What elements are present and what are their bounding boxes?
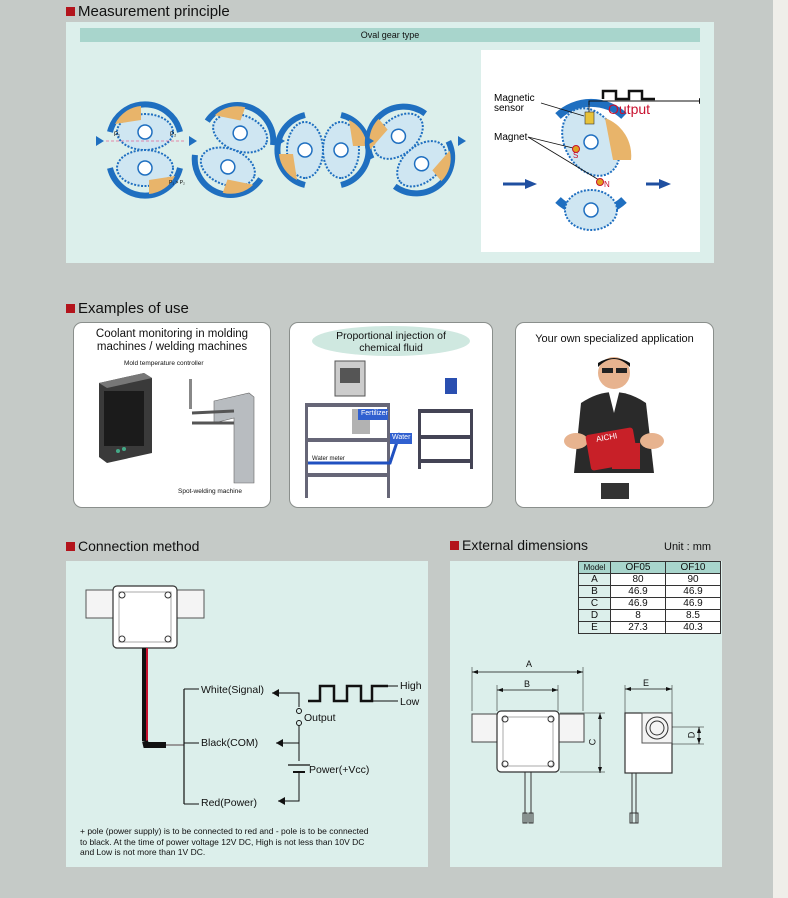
connection-panel: White(Signal) Black(COM) Red(Power) Outp… bbox=[66, 561, 428, 867]
connection-title-text: Connection method bbox=[78, 538, 200, 554]
oval-gear-sequence-diagram: P₁ P₂ P₁ > P₂ bbox=[96, 22, 714, 263]
gear-stage-2 bbox=[186, 95, 283, 205]
dim-d-label: D bbox=[686, 731, 697, 739]
measurement-panel: Oval gear type P₁ P₂ P₁ > P₂ bbox=[66, 22, 714, 263]
magnet-label: Magnet bbox=[494, 132, 528, 143]
measurement-title-text: Measurement principle bbox=[78, 3, 230, 20]
examples-title: Examples of use bbox=[66, 300, 189, 317]
low-label: Low bbox=[400, 696, 420, 708]
gear-stage-4 bbox=[354, 93, 466, 208]
dimension-drawing bbox=[471, 667, 704, 824]
dim-e-label: E bbox=[643, 678, 650, 688]
connection-title: Connection method bbox=[66, 538, 199, 554]
high-label: High bbox=[400, 680, 422, 692]
section-marker bbox=[66, 7, 75, 16]
n-label: N bbox=[604, 180, 610, 189]
section-marker bbox=[66, 542, 75, 551]
p2-label: P₂ bbox=[170, 132, 177, 138]
dimensions-title-text: External dimensions bbox=[462, 537, 589, 553]
fertilizer-label: Fertilizer bbox=[361, 410, 388, 417]
section-marker bbox=[66, 304, 75, 313]
connection-note: + pole (power supply) is to be connected… bbox=[80, 826, 368, 858]
oval-gear-banner: Oval gear type bbox=[80, 28, 700, 42]
p1p2-label: P₁ > P₂ bbox=[169, 180, 185, 186]
dim-c-label: C bbox=[587, 738, 598, 746]
example-card-chemical: Proportional injection of chemical fluid… bbox=[289, 322, 493, 508]
p1-label: P₁ bbox=[114, 132, 120, 138]
flow-arrow-5 bbox=[458, 136, 466, 146]
person-holding-meter-illustration bbox=[564, 357, 664, 499]
wiring-diagram bbox=[85, 585, 398, 805]
card1-sub2: Spot-welding machine bbox=[178, 488, 242, 495]
chemical-injection-illustration bbox=[305, 360, 473, 498]
examples-title-text: Examples of use bbox=[78, 300, 189, 317]
sensor-output-diagram: Output Magnetic sensor Magnet S N bbox=[494, 89, 700, 231]
white-signal-label: White(Signal) bbox=[201, 684, 265, 696]
example-card-custom: Your own specialized application AICHI bbox=[515, 322, 714, 508]
note-line3: and Low is not more than 1V DC. bbox=[80, 847, 206, 857]
example-card-coolant: Coolant monitoring in molding machines /… bbox=[73, 322, 271, 508]
note-line1: + pole (power supply) is to be connected… bbox=[80, 826, 369, 836]
dim-b-label: B bbox=[524, 679, 531, 689]
s-label: S bbox=[573, 151, 578, 160]
card1-title-line1: Coolant monitoring in molding bbox=[95, 328, 249, 340]
coolant-machines-illustration bbox=[99, 373, 255, 484]
page-edge bbox=[773, 0, 788, 898]
card1-sub1: Mold temperature controller bbox=[124, 360, 204, 367]
flow-arrow-4 bbox=[366, 136, 374, 146]
dim-a-label: A bbox=[526, 659, 533, 669]
section-marker bbox=[450, 541, 459, 550]
magnetic-sensor-label-2: sensor bbox=[494, 103, 525, 114]
dimensions-title: External dimensions bbox=[450, 537, 588, 553]
output-diagram-box: Output Magnetic sensor Magnet S N bbox=[481, 50, 700, 252]
card2-title-glow bbox=[312, 326, 470, 356]
output-switch-label: Output bbox=[304, 712, 336, 724]
card3-title: Your own specialized application bbox=[535, 333, 694, 345]
black-com-label: Black(COM) bbox=[201, 737, 259, 749]
gear-stage-3 bbox=[277, 115, 368, 185]
flow-arrow-2 bbox=[189, 136, 197, 146]
unit-label: Unit : mm bbox=[664, 541, 712, 553]
flow-arrow-3 bbox=[277, 136, 285, 146]
card2-title-line1: Proportional injection of bbox=[336, 330, 446, 342]
measurement-title: Measurement principle bbox=[66, 3, 230, 20]
magnetic-sensor-label-1: Magnetic bbox=[494, 93, 535, 104]
flow-arrow-1 bbox=[96, 136, 104, 146]
water-meter-label: Water meter bbox=[312, 456, 345, 462]
red-power-label: Red(Power) bbox=[201, 797, 258, 809]
card2-title-line2: chemical fluid bbox=[359, 342, 423, 354]
power-vcc-label: Power(+Vcc) bbox=[309, 764, 370, 776]
output-label: Output bbox=[608, 101, 650, 117]
note-line2: to black. At the time of power voltage 1… bbox=[80, 836, 365, 847]
water-label: Water bbox=[392, 434, 411, 441]
card1-title-line2: machines / welding machines bbox=[96, 341, 248, 353]
